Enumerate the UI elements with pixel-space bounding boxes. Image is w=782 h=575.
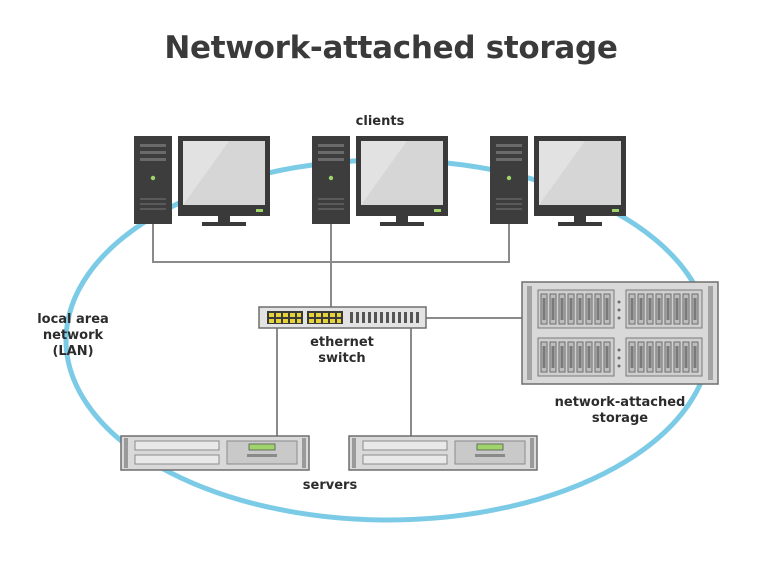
server-2	[348, 435, 538, 471]
network-cables	[152, 224, 522, 436]
ethernet-switch-icon	[258, 306, 427, 329]
nas-rack-icon	[521, 281, 719, 385]
client-computer-3	[490, 136, 626, 226]
nas-label: network-attached storage	[554, 395, 686, 426]
lan-label: local area network (LAN)	[37, 312, 109, 359]
clients-label: clients	[355, 114, 405, 129]
client-computer-1	[134, 136, 270, 226]
page-title: Network-attached storage	[164, 30, 618, 66]
switch-label: ethernet switch	[310, 335, 374, 366]
client-computer-2	[312, 136, 448, 226]
servers-label: servers	[302, 478, 358, 493]
server-1	[120, 435, 310, 471]
